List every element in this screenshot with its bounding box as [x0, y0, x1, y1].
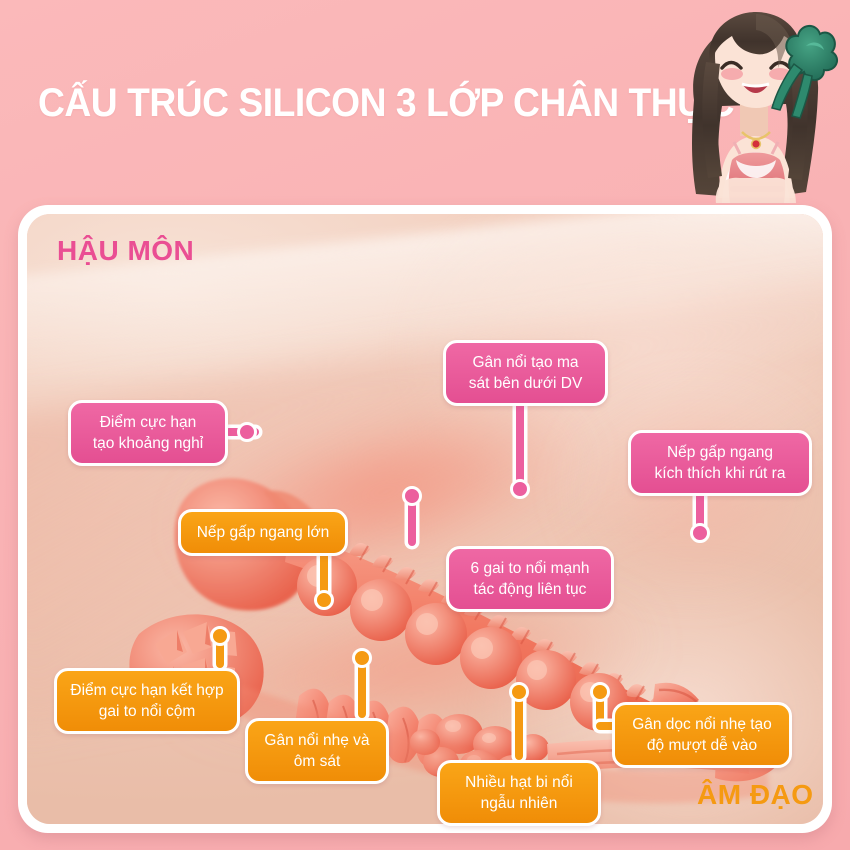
mascot-anime-girl-icon	[660, 8, 850, 203]
marker-gan-noi-tao-ma-sat	[510, 479, 530, 499]
marker-diem-cuc-han-ket-hop	[210, 626, 230, 646]
marker-6-gai-to	[402, 486, 422, 506]
marker-nep-gap-ngang-kich-thich	[690, 523, 710, 543]
label-diem-cuc-han-ket-hop-gai-to-noi-com[interactable]: Điểm cực hạn kết hợp gai to nổi cộm	[54, 668, 240, 734]
label-diem-cuc-han-tao-khoang-nghi[interactable]: Điểm cực hạn tạo khoảng nghỉ	[68, 400, 228, 466]
page-title: CẤU TRÚC SILICON 3 LỚP CHÂN THỰC	[38, 81, 734, 125]
region-label-anal: HẬU MÔN	[57, 235, 195, 266]
label-gan-noi-tao-ma-sat-ben-duoi-dv[interactable]: Gân nổi tạo ma sát bên dưới DV	[443, 340, 608, 406]
marker-diem-cuc-han-tao-khoang-nghi	[237, 422, 257, 442]
label-nhieu-hat-bi-noi-ngau-nhien[interactable]: Nhiều hạt bi nổi ngẫu nhiên	[437, 760, 601, 826]
label-6-gai-to-noi-manh-tac-dong-lien-tuc[interactable]: 6 gai to nổi mạnh tác động liên tục	[446, 546, 614, 612]
label-gan-doc-noi-nhe-tao-do-muot-de-vao[interactable]: Gân dọc nổi nhẹ tạo độ mượt dễ vào	[612, 702, 792, 768]
marker-nhieu-hat-bi	[509, 682, 529, 702]
label-nep-gap-ngang-lon[interactable]: Nếp gấp ngang lớn	[178, 509, 348, 556]
label-nep-gap-ngang-kich-thich-khi-rut-ra[interactable]: Nếp gấp ngang kích thích khi rút ra	[628, 430, 812, 496]
marker-gan-noi-nhe-om-sat	[352, 648, 372, 668]
marker-nep-gap-ngang-lon	[314, 590, 334, 610]
label-gan-noi-nhe-va-om-sat[interactable]: Gân nổi nhẹ và ôm sát	[245, 718, 389, 784]
region-label-vaginal: ÂM ĐẠO	[697, 779, 814, 810]
marker-gan-doc-noi-nhe	[590, 682, 610, 702]
